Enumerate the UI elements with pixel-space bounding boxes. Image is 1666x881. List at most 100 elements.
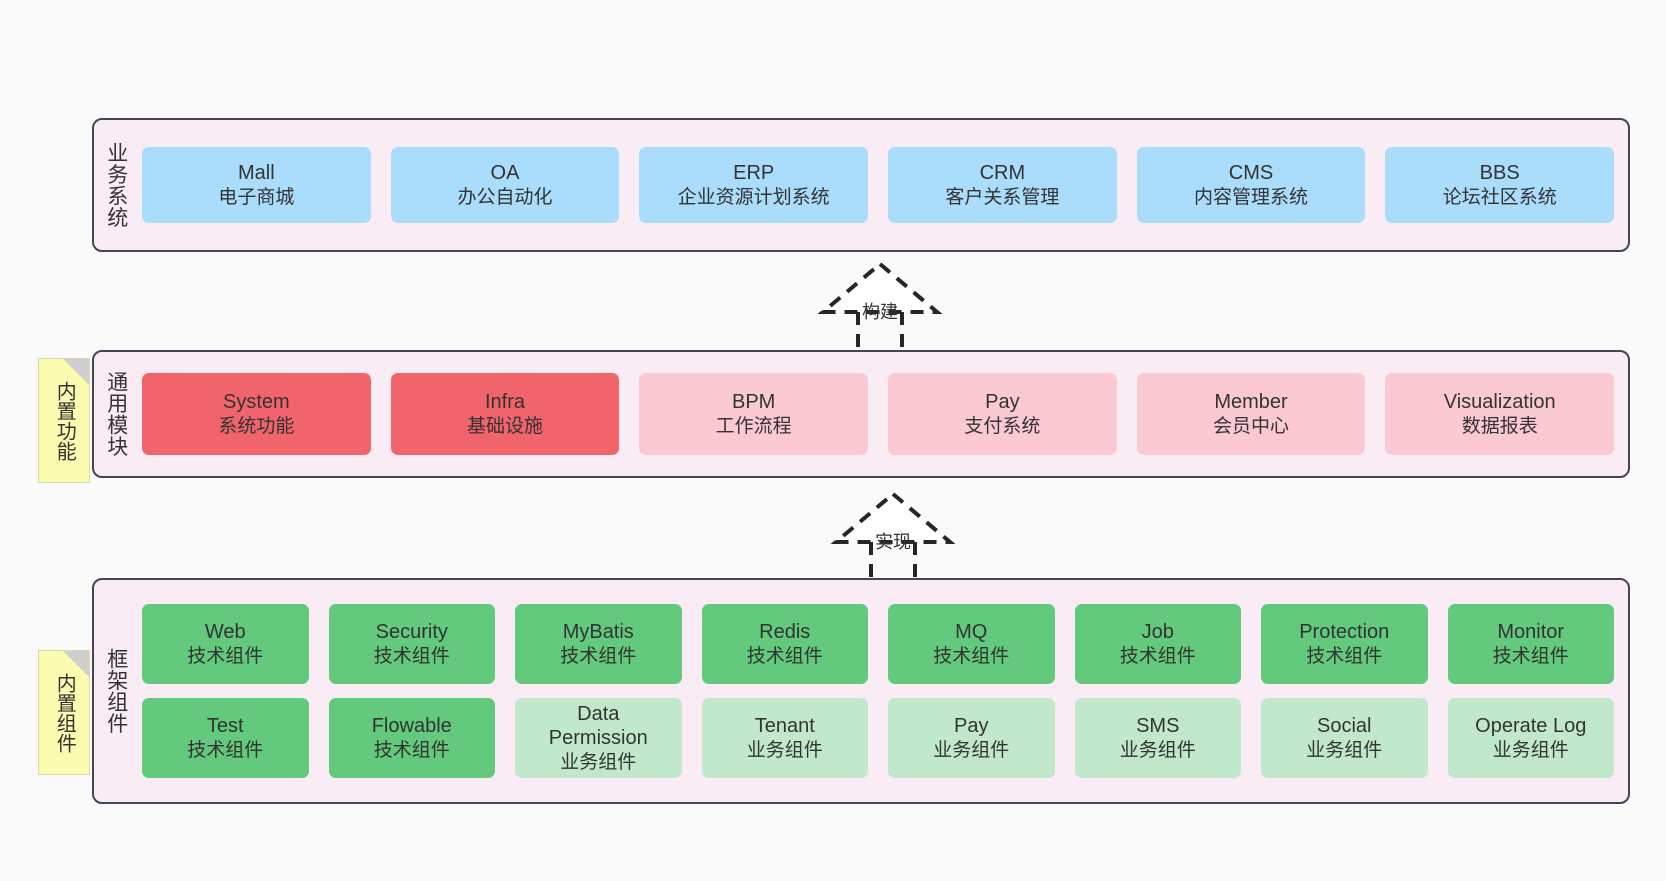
card-subtitle: 技术组件 bbox=[560, 645, 637, 667]
card-subtitle: 工作流程 bbox=[715, 415, 792, 437]
card-cms[interactable]: CMS 内容管理系统 bbox=[1136, 147, 1366, 223]
layer-title-common-module: 通用模块 bbox=[104, 371, 128, 457]
card-test[interactable]: Test 技术组件 bbox=[142, 698, 309, 778]
card-redis[interactable]: Redis 技术组件 bbox=[701, 604, 868, 684]
card-subtitle: 业务组件 bbox=[1306, 739, 1383, 761]
card-subtitle: 业务组件 bbox=[1119, 739, 1196, 761]
layer-body-framework-component: Web 技术组件 Security 技术组件 MyBatis 技术组件 Redi… bbox=[138, 580, 1628, 802]
card-title: Mall bbox=[238, 162, 275, 185]
card-title: Member bbox=[1214, 391, 1288, 414]
card-protection[interactable]: Protection 技术组件 bbox=[1261, 604, 1428, 684]
card-subtitle: 支付系统 bbox=[964, 415, 1041, 437]
card-subtitle: 系统功能 bbox=[218, 415, 295, 437]
card-title: CRM bbox=[979, 162, 1026, 185]
card-subtitle: 技术组件 bbox=[933, 645, 1010, 667]
card-title: MyBatis bbox=[562, 621, 634, 644]
card-pay-component[interactable]: Pay 业务组件 bbox=[888, 698, 1055, 778]
card-infra[interactable]: Infra 基础设施 bbox=[390, 373, 620, 455]
card-title: OA bbox=[490, 162, 520, 185]
card-bpm[interactable]: BPM 工作流程 bbox=[639, 373, 869, 455]
card-title: BPM bbox=[732, 391, 776, 414]
card-subtitle: 基础设施 bbox=[467, 415, 544, 437]
connector-implement-label: 实现 bbox=[875, 532, 911, 552]
card-subtitle: 数据报表 bbox=[1461, 415, 1538, 437]
card-subtitle: 业务组件 bbox=[1492, 739, 1569, 761]
card-title: MQ bbox=[955, 621, 988, 644]
card-title: Data Permission bbox=[548, 703, 648, 750]
card-pay-module[interactable]: Pay 支付系统 bbox=[888, 373, 1117, 455]
card-title: Pay bbox=[954, 715, 989, 738]
card-title: Monitor bbox=[1497, 621, 1565, 644]
card-subtitle: 技术组件 bbox=[187, 645, 264, 667]
sticky-note-label: 内置功能 bbox=[53, 380, 76, 461]
card-title: Tenant bbox=[754, 715, 815, 738]
card-sms[interactable]: SMS 业务组件 bbox=[1074, 698, 1241, 778]
card-title: Security bbox=[375, 621, 448, 644]
card-subtitle: 内容管理系统 bbox=[1194, 186, 1309, 208]
card-web[interactable]: Web 技术组件 bbox=[142, 604, 309, 684]
card-title: Pay bbox=[985, 391, 1020, 414]
card-subtitle: 电子商城 bbox=[218, 186, 295, 208]
card-operate-log[interactable]: Operate Log 业务组件 bbox=[1447, 698, 1614, 778]
layer-title-framework-component: 框架组件 bbox=[104, 648, 128, 734]
card-system[interactable]: System 系统功能 bbox=[142, 373, 371, 455]
layer-body-common-module: System 系统功能 Infra 基础设施 BPM 工作流程 Pay 支付系统… bbox=[138, 352, 1628, 476]
card-subtitle: 企业资源计划系统 bbox=[677, 186, 830, 208]
card-title: Web bbox=[204, 621, 246, 644]
card-title: Protection bbox=[1299, 621, 1390, 644]
card-member[interactable]: Member 会员中心 bbox=[1136, 373, 1366, 455]
card-erp[interactable]: ERP 企业资源计划系统 bbox=[639, 147, 869, 223]
card-mq[interactable]: MQ 技术组件 bbox=[888, 604, 1055, 684]
sticky-note-builtin-features[interactable]: 内置功能 bbox=[38, 358, 90, 483]
card-flowable[interactable]: Flowable 技术组件 bbox=[328, 698, 495, 778]
layer-row: Web 技术组件 Security 技术组件 MyBatis 技术组件 Redi… bbox=[142, 604, 1614, 684]
card-title: System bbox=[222, 391, 290, 414]
card-subtitle: 客户关系管理 bbox=[945, 186, 1060, 208]
layer-row: Mall 电子商城 OA 办公自动化 ERP 企业资源计划系统 CRM 客户关系… bbox=[142, 147, 1615, 223]
card-visualization[interactable]: Visualization 数据报表 bbox=[1385, 373, 1615, 455]
card-subtitle: 会员中心 bbox=[1213, 415, 1290, 437]
connector-implement: 实现 bbox=[808, 488, 978, 588]
card-subtitle: 业务组件 bbox=[933, 739, 1010, 761]
folded-corner-icon bbox=[63, 359, 89, 385]
card-subtitle: 技术组件 bbox=[373, 739, 450, 761]
sticky-note-builtin-components[interactable]: 内置组件 bbox=[38, 650, 90, 775]
card-title: Test bbox=[206, 715, 244, 738]
sticky-note-label: 内置组件 bbox=[53, 672, 76, 753]
connector-build-label: 构建 bbox=[862, 302, 898, 322]
card-subtitle: 业务组件 bbox=[560, 751, 637, 773]
card-title: ERP bbox=[733, 162, 775, 185]
card-data-permission[interactable]: Data Permission 业务组件 bbox=[515, 698, 682, 778]
folded-corner-icon bbox=[63, 651, 89, 677]
card-crm[interactable]: CRM 客户关系管理 bbox=[888, 147, 1117, 223]
card-title: Flowable bbox=[371, 715, 452, 738]
card-title: Social bbox=[1317, 715, 1372, 738]
card-subtitle: 技术组件 bbox=[187, 739, 264, 761]
connector-build: 构建 bbox=[795, 258, 965, 358]
card-oa[interactable]: OA 办公自动化 bbox=[390, 147, 620, 223]
card-security[interactable]: Security 技术组件 bbox=[328, 604, 495, 684]
layer-row: System 系统功能 Infra 基础设施 BPM 工作流程 Pay 支付系统… bbox=[142, 373, 1615, 455]
card-subtitle: 技术组件 bbox=[746, 645, 823, 667]
card-title: CMS bbox=[1228, 162, 1274, 185]
card-mall[interactable]: Mall 电子商城 bbox=[142, 147, 371, 223]
card-monitor[interactable]: Monitor 技术组件 bbox=[1447, 604, 1614, 684]
layer-business-system[interactable]: 业务系统 Mall 电子商城 OA 办公自动化 ERP 企业资源计划系统 CRM… bbox=[92, 118, 1630, 252]
card-tenant[interactable]: Tenant 业务组件 bbox=[701, 698, 868, 778]
layer-common-module[interactable]: 通用模块 System 系统功能 Infra 基础设施 BPM 工作流程 Pay… bbox=[92, 350, 1630, 478]
card-title: SMS bbox=[1136, 715, 1180, 738]
card-subtitle: 办公自动化 bbox=[457, 186, 553, 208]
card-subtitle: 技术组件 bbox=[1492, 645, 1569, 667]
card-subtitle: 论坛社区系统 bbox=[1442, 186, 1557, 208]
card-title: BBS bbox=[1479, 162, 1520, 185]
card-title: Infra bbox=[484, 391, 526, 414]
card-job[interactable]: Job 技术组件 bbox=[1074, 604, 1241, 684]
card-title: Operate Log bbox=[1475, 715, 1587, 738]
layer-body-business-system: Mall 电子商城 OA 办公自动化 ERP 企业资源计划系统 CRM 客户关系… bbox=[138, 120, 1628, 250]
card-bbs[interactable]: BBS 论坛社区系统 bbox=[1385, 147, 1615, 223]
card-mybatis[interactable]: MyBatis 技术组件 bbox=[515, 604, 682, 684]
card-social[interactable]: Social 业务组件 bbox=[1261, 698, 1428, 778]
layer-framework-component[interactable]: 框架组件 Web 技术组件 Security 技术组件 MyBatis 技术组件… bbox=[92, 578, 1630, 804]
card-subtitle: 技术组件 bbox=[373, 645, 450, 667]
